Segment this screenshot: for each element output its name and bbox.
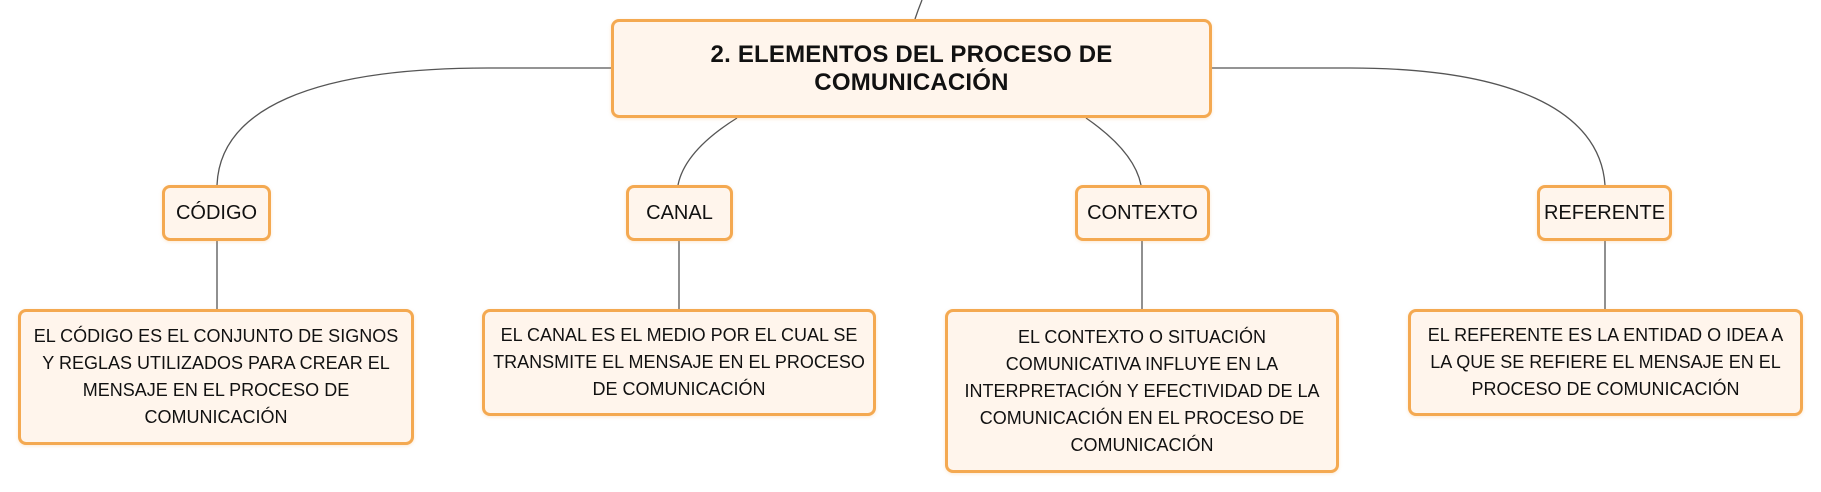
topic-canal[interactable]: CANAL <box>626 185 733 241</box>
topic-codigo[interactable]: CÓDIGO <box>162 185 271 241</box>
topic-referente[interactable]: REFERENTE <box>1537 185 1672 241</box>
topic-contexto[interactable]: CONTEXTO <box>1075 185 1210 241</box>
root-topic-label: 2. ELEMENTOS DEL PROCESO DE COMUNICACIÓN <box>710 40 1113 96</box>
connector-parent-to-root <box>914 0 923 20</box>
connector-root-to-codigo <box>216 67 611 186</box>
subtopic-contexto-text: EL CONTEXTO O SITUACIÓN COMUNICATIVA INF… <box>964 326 1320 455</box>
subtopic-canal-text: EL CANAL ES EL MEDIO POR EL CUAL SE TRAN… <box>493 325 865 399</box>
subtopic-canal-description[interactable]: EL CANAL ES EL MEDIO POR EL CUAL SE TRAN… <box>482 309 876 416</box>
subtopic-referente-description[interactable]: EL REFERENTE ES LA ENTIDAD O IDEA A LA Q… <box>1408 309 1803 416</box>
subtopic-codigo-text: EL CÓDIGO ES EL CONJUNTO DE SIGNOS Y REG… <box>33 326 399 427</box>
topic-referente-label: REFERENTE <box>1543 201 1666 224</box>
topic-codigo-label: CÓDIGO <box>175 201 258 224</box>
topic-contexto-label: CONTEXTO <box>1087 201 1198 224</box>
root-topic[interactable]: 2. ELEMENTOS DEL PROCESO DE COMUNICACIÓN <box>611 19 1212 118</box>
subtopic-codigo-description[interactable]: EL CÓDIGO ES EL CONJUNTO DE SIGNOS Y REG… <box>18 309 414 445</box>
topic-canal-label: CANAL <box>646 201 713 224</box>
subtopic-contexto-description[interactable]: EL CONTEXTO O SITUACIÓN COMUNICATIVA INF… <box>945 309 1339 473</box>
connector-root-to-referente <box>1212 67 1606 186</box>
subtopic-referente-text: EL REFERENTE ES LA ENTIDAD O IDEA A LA Q… <box>1427 325 1784 399</box>
connector-root-to-contexto <box>1085 117 1142 186</box>
connector-root-to-canal <box>677 117 738 186</box>
